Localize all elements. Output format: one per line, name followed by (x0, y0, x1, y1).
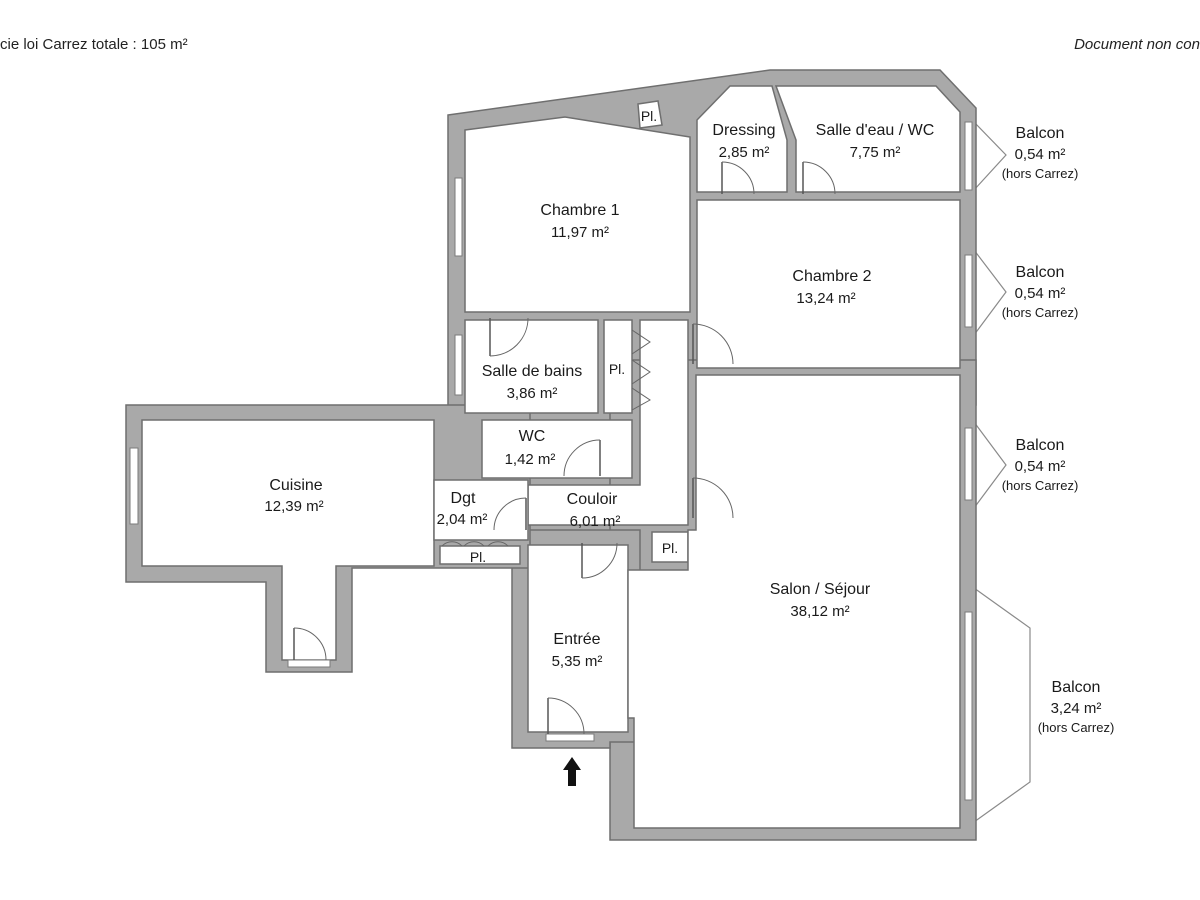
disclaimer-header: Document non con (1074, 36, 1200, 53)
label-balcon1-name: Balcon (1016, 125, 1065, 142)
couloir-placard-room (651, 531, 689, 563)
window-cuisine (129, 447, 139, 525)
label-salle-eau-area: 7,75 m² (850, 144, 901, 161)
window-kitchen-door (287, 659, 331, 668)
label-placard-bath: Pl. (609, 361, 625, 377)
windows (129, 121, 973, 801)
window-balcony-2 (964, 254, 973, 328)
window-chambre1 (454, 177, 463, 257)
doors (293, 161, 836, 735)
balcony-1-outline (973, 121, 1007, 191)
placard-labels: Pl. Pl. Pl. Pl. (470, 108, 678, 565)
door-wc-arc (563, 439, 601, 477)
dressing-room (696, 85, 788, 193)
label-salle-bains-name: Salle de bains (482, 363, 583, 380)
label-salle-bains-area: 3,86 m² (507, 385, 558, 402)
label-entree-name: Entrée (553, 631, 600, 648)
dgt-placard-room (439, 545, 521, 565)
label-dgt-name: Dgt (451, 490, 476, 507)
label-dressing-area: 2,85 m² (719, 144, 770, 161)
salon-room (627, 374, 961, 829)
bath-placard-room (603, 319, 633, 414)
window-entree-door (545, 733, 595, 742)
door-chambre1-arc (489, 317, 529, 357)
label-cuisine-area: 12,39 m² (264, 498, 323, 515)
label-placard-top: Pl. (641, 108, 657, 124)
label-balcon3-name: Balcon (1016, 437, 1065, 454)
door-salle-eau-arc (802, 161, 836, 195)
dgt-room (433, 479, 529, 541)
balcony-4-outline (973, 587, 1031, 823)
window-balcony-4 (964, 611, 973, 801)
window-balcony-1 (964, 121, 973, 191)
balcony-labels: Balcon 0,54 m² (hors Carrez) Balcon 0,54… (1002, 125, 1115, 735)
door-salon-arc (692, 477, 734, 519)
label-placard-couloir: Pl. (662, 540, 678, 556)
balcony-2-outline (973, 249, 1007, 336)
balcony-3-outline (973, 421, 1007, 509)
window-salle-bains (454, 334, 463, 396)
label-salle-eau-name: Salle d'eau / WC (816, 122, 935, 139)
label-couloir-name: Couloir (567, 491, 618, 508)
label-balcon4-area: 3,24 m² (1051, 700, 1102, 717)
label-placard-dgt: Pl. (470, 549, 486, 565)
door-dgt-placard-arcs (441, 541, 509, 547)
label-chambre1-area: 11,97 m² (551, 224, 609, 241)
door-bath-placard-arcs (631, 329, 651, 411)
salle-bains-room (464, 319, 599, 414)
label-balcon3-note: (hors Carrez) (1002, 478, 1079, 493)
window-balcony-3 (964, 427, 973, 501)
chambre1-room (464, 116, 691, 313)
door-couloir-entree-arc (581, 542, 618, 579)
label-wc-name: WC (519, 428, 546, 445)
label-dressing-name: Dressing (712, 122, 775, 139)
wc-room (481, 419, 633, 479)
label-cuisine-name: Cuisine (269, 477, 322, 494)
door-cuisine-exit-arc (293, 627, 327, 661)
label-balcon4-note: (hors Carrez) (1038, 720, 1115, 735)
chambre2-room (696, 199, 961, 369)
label-balcon1-note: (hors Carrez) (1002, 166, 1079, 181)
label-chambre2-area: 13,24 m² (796, 290, 855, 307)
label-chambre1-name: Chambre 1 (540, 202, 619, 219)
cuisine-room (141, 419, 435, 661)
salle-eau-room (774, 85, 961, 193)
label-balcon1-area: 0,54 m² (1015, 146, 1066, 163)
entrance-arrow-icon (563, 757, 581, 786)
room-labels: Chambre 1 11,97 m² Dressing 2,85 m² Sall… (264, 122, 934, 670)
label-balcon4-name: Balcon (1052, 679, 1101, 696)
label-balcon2-area: 0,54 m² (1015, 285, 1066, 302)
label-entree-area: 5,35 m² (552, 653, 603, 670)
balconies (973, 121, 1031, 823)
door-entree-arc (547, 697, 585, 735)
label-balcon3-area: 0,54 m² (1015, 458, 1066, 475)
label-couloir-area: 6,01 m² (570, 513, 621, 530)
top-placard-room (637, 100, 663, 129)
label-salon-name: Salon / Séjour (770, 581, 871, 598)
door-dressing-arc (721, 161, 755, 195)
door-dgt-arc (493, 497, 527, 531)
label-chambre2-name: Chambre 2 (792, 268, 871, 285)
label-balcon2-name: Balcon (1016, 264, 1065, 281)
label-dgt-area: 2,04 m² (437, 511, 488, 528)
rooms (141, 85, 961, 829)
label-wc-area: 1,42 m² (505, 451, 556, 468)
label-balcon2-note: (hors Carrez) (1002, 305, 1079, 320)
door-chambre2-arc (692, 323, 734, 365)
total-area-header: cie loi Carrez totale : 105 m² (0, 36, 188, 53)
label-salon-area: 38,12 m² (790, 603, 849, 620)
entree-room (527, 544, 629, 733)
